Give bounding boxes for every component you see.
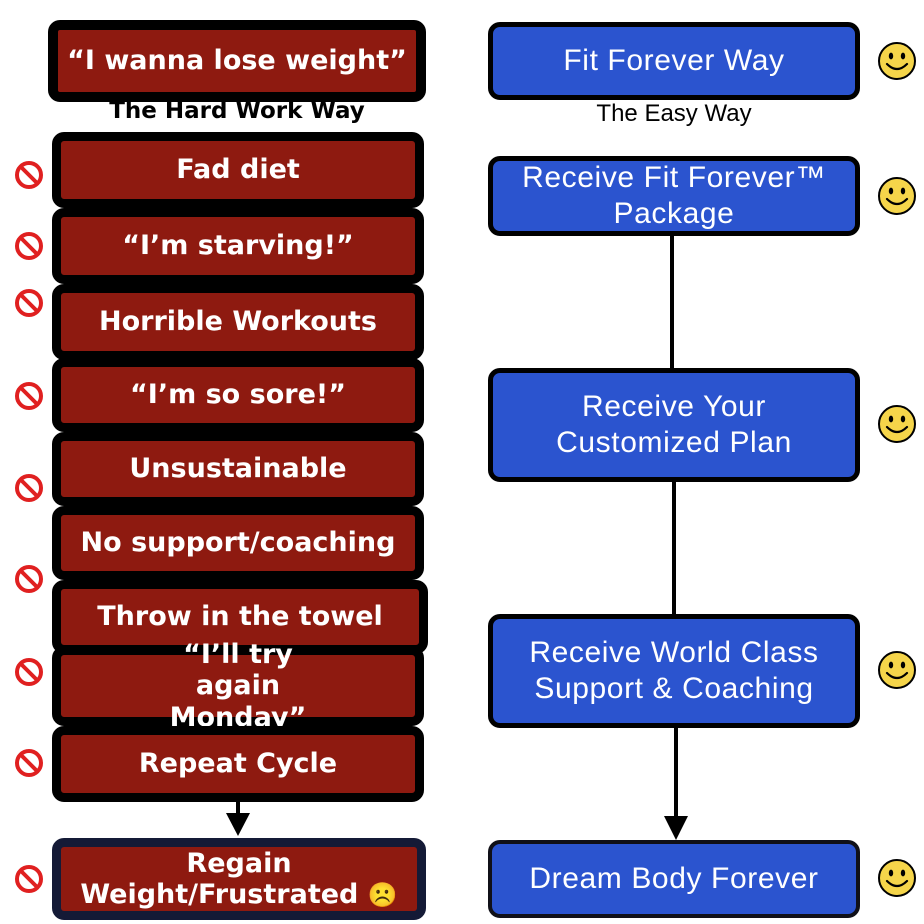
easy-step-label: Dream Body Forever <box>529 862 819 895</box>
no-entry-icon <box>15 658 43 686</box>
hard-step-repeat-cycle: Repeat Cycle <box>52 726 424 802</box>
no-entry-icon <box>15 289 43 317</box>
arrow-to-regain <box>226 813 250 836</box>
smiley-icon <box>878 177 916 215</box>
hard-step-so-sore: “I’m so sore!” <box>52 358 424 432</box>
easy-step-label: Receive Your Customized Plan <box>556 390 792 459</box>
no-entry-icon <box>15 865 43 893</box>
smiley-icon <box>878 405 916 443</box>
hard-step-label: Repeat Cycle <box>138 748 338 780</box>
no-entry-icon <box>15 232 43 260</box>
hard-way-header: “I wanna lose weight” <box>48 20 426 102</box>
hard-result-label: Regain Weight/Frustrated <box>80 847 359 910</box>
smiley-icon <box>878 859 916 897</box>
hard-result-regain: Regain Weight/Frustrated ☹️ <box>52 838 426 920</box>
easy-step-label: Receive Fit Forever™ Package <box>522 161 826 230</box>
hard-step-starving: “I’m starving!” <box>52 208 424 284</box>
easy-step-plan: Receive Your Customized Plan <box>488 368 860 482</box>
hard-step-fad-diet: Fad diet <box>52 132 424 208</box>
hard-step-no-support: No support/coaching <box>52 506 424 580</box>
easy-step-package: Receive Fit Forever™ Package <box>488 156 860 236</box>
hard-step-label: Horrible Workouts <box>99 306 377 338</box>
hard-step-label: Unsustainable <box>129 453 347 485</box>
no-entry-icon <box>15 474 43 502</box>
no-entry-icon <box>15 382 43 410</box>
frown-icon: ☹️ <box>367 881 398 909</box>
easy-way-label: The Easy Way <box>596 100 752 127</box>
hard-way-header-text: “I wanna lose weight” <box>67 45 407 77</box>
no-entry-icon <box>15 161 43 189</box>
no-entry-icon <box>15 565 43 593</box>
hard-step-label: Throw in the towel <box>97 601 383 633</box>
hard-step-try-monday: “I’ll try again Monday” <box>52 639 424 733</box>
hard-step-label: “I’m so sore!” <box>130 379 346 411</box>
easy-way-header: Fit Forever Way <box>488 22 860 100</box>
smiley-icon <box>878 42 916 80</box>
easy-step-support: Receive World Class Support & Coaching <box>488 614 860 728</box>
hard-step-label: Fad diet <box>176 154 300 186</box>
hard-step-label: No support/coaching <box>80 527 396 559</box>
arrow-to-dream <box>664 816 688 840</box>
hard-step-label: “I’ll try again Monday” <box>169 639 307 733</box>
hard-step-label: “I’m starving!” <box>122 230 354 262</box>
hard-way-label: The Hard Work Way <box>109 98 365 124</box>
easy-step-dream-body: Dream Body Forever <box>488 840 860 918</box>
easy-step-label: Receive World Class Support & Coaching <box>529 636 819 705</box>
hard-step-unsustainable: Unsustainable <box>52 432 424 506</box>
easy-way-header-text: Fit Forever Way <box>563 44 785 77</box>
hard-step-horrible-workouts: Horrible Workouts <box>52 284 424 360</box>
hard-result-text: Regain Weight/Frustrated ☹️ <box>74 848 404 910</box>
smiley-icon <box>878 651 916 689</box>
no-entry-icon <box>15 749 43 777</box>
